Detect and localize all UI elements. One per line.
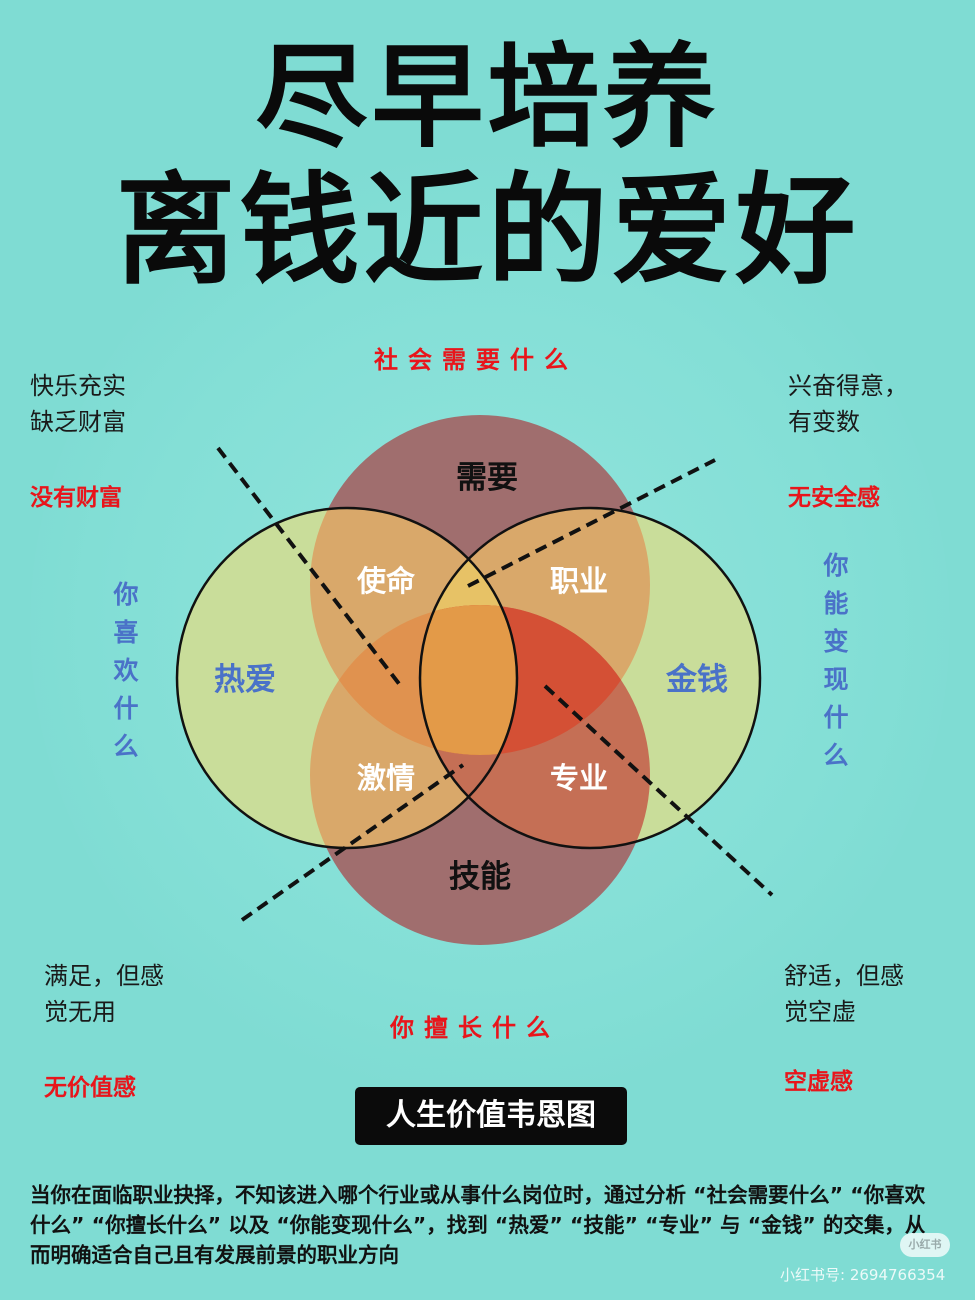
dashed-dividers: [216, 446, 774, 922]
intersection-label-profession: 专业: [550, 761, 608, 795]
intersection-label-vocation: 职业: [550, 564, 608, 598]
title-line-1: 尽早培养: [255, 33, 720, 163]
description-text: 当你在面临职业抉择，不知该进入哪个行业或从事什么岗位时，通过分析 “社会需要什么…: [30, 1183, 926, 1267]
corner-text: 有变数: [788, 408, 860, 436]
circle-outlines: [175, 506, 762, 850]
axis-label-top: 社会需要什么: [374, 346, 578, 374]
corner-top-right: 兴奋得意， 有变数 无安全感: [788, 368, 908, 512]
axis-label-left: 你喜欢什么: [113, 580, 139, 761]
corner-text: 舒适，但感: [784, 962, 904, 990]
corner-verdict: 无价值感: [44, 1075, 136, 1101]
circle-label-skill: 技能: [449, 859, 511, 895]
corner-text: 缺乏财富: [30, 408, 126, 436]
intersection-label-mission: 使命: [356, 564, 416, 598]
axis-label-right: 你能变现什么: [823, 551, 849, 770]
corner-text: 满足，但感: [44, 962, 164, 990]
platform-logo: 小红书: [900, 1233, 950, 1257]
corner-verdict: 没有财富: [30, 485, 122, 511]
diagram-name-label: 人生价值韦恩图: [355, 1087, 627, 1145]
corner-verdict: 无安全感: [788, 485, 880, 511]
circle-label-love: 热爱: [214, 662, 276, 698]
corner-text: 快乐充实: [30, 372, 126, 400]
corner-text: 觉无用: [44, 998, 116, 1026]
corner-text: 兴奋得意，: [788, 372, 908, 400]
intersection-label-passion: 激情: [357, 761, 415, 795]
corner-top-left: 快乐充实 缺乏财富 没有财富: [30, 368, 126, 512]
corner-bottom-left: 满足，但感 觉无用 无价值感: [44, 958, 164, 1102]
circle-label-money: 金钱: [665, 662, 728, 698]
overlap-bottom-center: [310, 605, 517, 755]
corner-bottom-right: 舒适，但感 觉空虚 空虚感: [784, 958, 904, 1096]
title-line-2: 离钱近的爱好: [115, 162, 860, 301]
circle-label-need: 需要: [456, 460, 518, 496]
watermark: 小红书号: 2694766354: [780, 1266, 946, 1284]
corner-text: 觉空虚: [784, 998, 856, 1026]
corner-verdict: 空虚感: [784, 1069, 853, 1095]
axis-label-bottom: 你擅长什么: [390, 1014, 560, 1042]
overlap-bottom-right: [420, 605, 650, 755]
